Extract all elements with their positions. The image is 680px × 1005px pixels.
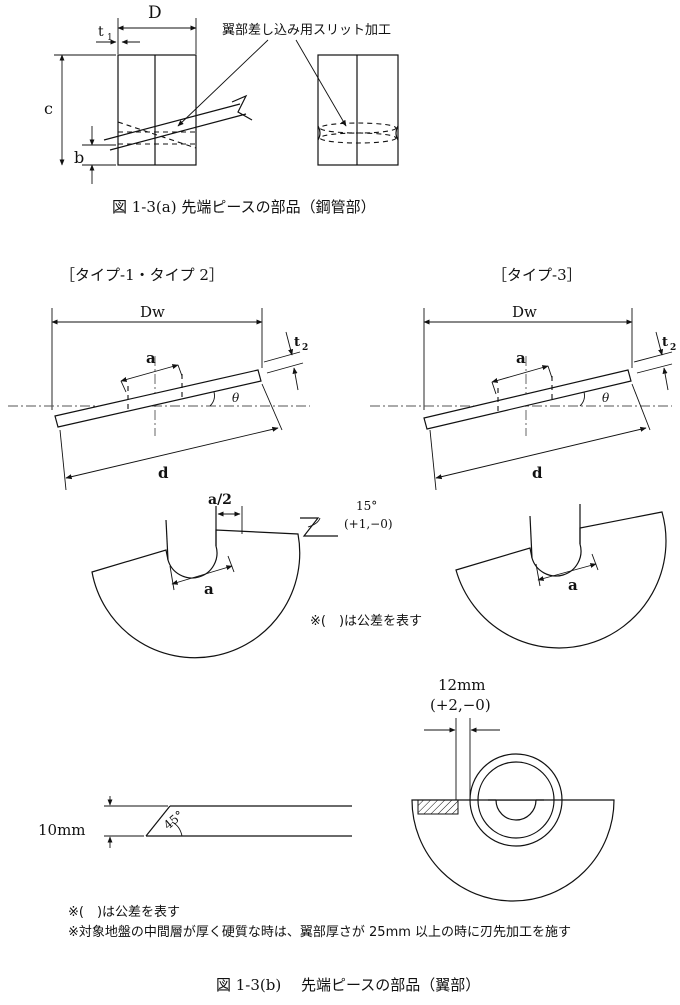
label-12mm-tolerance: (+2,−0) [430, 696, 491, 714]
label-t1: t [98, 24, 104, 40]
figure-a-steel-pipe: D t 1 c b [44, 3, 399, 216]
label-a-notch-type3: a [568, 576, 578, 594]
dimension-t1: t 1 [96, 24, 140, 45]
label-a-half: a/2 [208, 492, 232, 508]
note-tolerance-mid: ※( )は公差を表す [310, 614, 422, 629]
label-c: c [44, 99, 53, 118]
label-45deg: 45° [161, 808, 186, 832]
label-D: D [148, 3, 162, 23]
label-d-type12: d [158, 464, 169, 482]
type3-title: ［タイプ-3］ [492, 266, 582, 284]
figure-b-edge-detail: 45° 10mm [38, 796, 352, 848]
label-12mm: 12mm [438, 676, 486, 694]
pipe-side-view-left [103, 54, 253, 166]
label-Dw-type12: Dw [140, 303, 165, 321]
label-10mm: 10mm [38, 821, 86, 839]
label-t2-type3: t [662, 335, 668, 350]
caption-fig-b: 図 1-3(b) 先端ピースの部品（翼部） [216, 976, 480, 994]
label-a-type12: a [146, 349, 156, 367]
caption-fig-a: 図 1-3(a) 先端ピースの部品（鋼管部） [112, 198, 376, 216]
pipe-side-view-right [317, 54, 399, 166]
dimension-b: b [74, 126, 116, 184]
figure-b-type3: ［タイプ-3］ Dw a θ t 2 d a [370, 266, 676, 649]
label-t1-sub: 1 [107, 33, 113, 43]
figure-b-type12: ［タイプ-1・タイプ 2］ Dw a θ t 2 d [8, 266, 422, 659]
note-ground: ※対象地盤の中間層が厚く硬質な時は、翼部厚さが 25mm 以上の時に刃先加工を施… [68, 925, 571, 940]
note-tolerance: ※( )は公差を表す [68, 905, 180, 920]
label-t2-sub-type12: 2 [302, 343, 308, 353]
figure-b-assembly: 12mm (+2,−0) [411, 676, 615, 902]
label-theta-type12: θ [232, 391, 240, 405]
label-15deg: 15° [356, 499, 377, 513]
label-15deg-tolerance: (+1,−0) [344, 517, 393, 531]
label-theta-type3: θ [602, 391, 610, 405]
label-a-type3: a [516, 349, 526, 367]
type12-title: ［タイプ-1・タイプ 2］ [60, 266, 224, 284]
dimension-D: D [117, 3, 197, 54]
label-t2-type12: t [294, 335, 300, 350]
label-a-notch-type12: a [204, 580, 214, 598]
slit-note-text: 翼部差し込み用スリット加工 [222, 23, 391, 38]
label-b: b [74, 148, 84, 167]
label-d-type3: d [532, 464, 543, 482]
dimension-c: c [44, 54, 116, 166]
label-Dw-type3: Dw [512, 303, 537, 321]
label-t2-sub-type3: 2 [670, 343, 676, 353]
slit-note: 翼部差し込み用スリット加工 [177, 23, 391, 127]
